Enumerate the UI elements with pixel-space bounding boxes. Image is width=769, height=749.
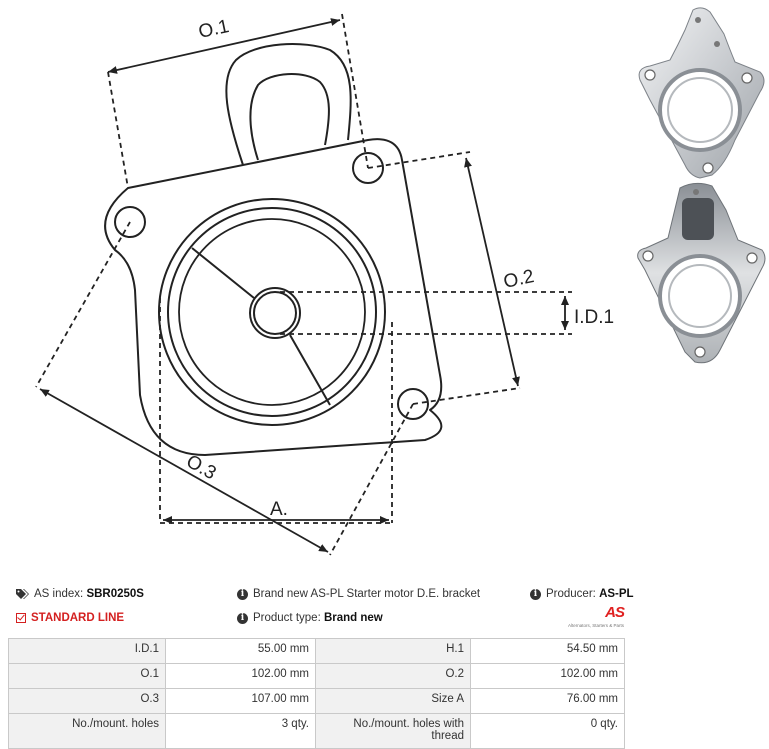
info-icon: i xyxy=(237,612,248,624)
bracket-outline xyxy=(104,43,443,456)
as-index: AS index: SBR0250S xyxy=(16,588,144,600)
table-row: No./mount. holes 3 qty. No./mount. holes… xyxy=(8,713,625,749)
spec-value: 55.00 mm xyxy=(165,638,316,664)
spec-value: 76.00 mm xyxy=(470,688,625,714)
label-id1: I.D.1 xyxy=(574,307,614,328)
logo-mark: AS xyxy=(605,604,625,621)
producer: i Producer: AS-PL xyxy=(530,588,634,600)
spec-key: No./mount. holes xyxy=(8,713,166,749)
checkbox-icon xyxy=(16,613,26,623)
producer-value: AS-PL xyxy=(599,588,634,600)
logo-tagline: Alternators, Starters & Parts xyxy=(567,623,624,628)
technical-drawing: O.1 O.2 O.3 I.D.1 A. xyxy=(35,7,766,556)
description-text: Brand new AS-PL Starter motor D.E. brack… xyxy=(253,588,481,600)
product-type-label: Product type: xyxy=(253,612,321,624)
specs-table: I.D.1 55.00 mm H.1 54.50 mm O.1 102.00 m… xyxy=(8,638,625,749)
tags-icon xyxy=(16,589,29,599)
info-icon: i xyxy=(237,588,248,600)
table-row: O.3 107.00 mm Size A 76.00 mm xyxy=(8,688,625,714)
dimension-arrows xyxy=(39,18,569,553)
product-type-value: Brand new xyxy=(323,612,383,624)
as-index-label: AS index: xyxy=(34,588,84,600)
dimension-guides xyxy=(35,13,572,556)
spec-key: O.2 xyxy=(315,663,471,689)
label-o2: O.2 xyxy=(502,266,536,293)
product-type: i Product type: Brand new xyxy=(237,612,383,624)
spec-value: 102.00 mm xyxy=(470,663,625,689)
standard-line-label: STANDARD LINE xyxy=(31,612,125,624)
spec-value: 0 qty. xyxy=(470,713,625,749)
label-o1: O.1 xyxy=(197,16,231,43)
as-pl-logo: AS Alternators, Starters & Parts xyxy=(562,604,625,630)
spec-key: Size A xyxy=(315,688,471,714)
info-icon: i xyxy=(530,588,541,600)
spec-key: No./mount. holes with thread xyxy=(315,713,471,749)
spec-value: 102.00 mm xyxy=(165,663,316,689)
producer-label: Producer: xyxy=(546,588,596,600)
table-row: I.D.1 55.00 mm H.1 54.50 mm xyxy=(8,638,625,664)
product-photo-top xyxy=(638,7,765,179)
spec-value: 107.00 mm xyxy=(165,688,316,714)
spec-value: 54.50 mm xyxy=(470,638,625,664)
standard-line: STANDARD LINE xyxy=(16,612,124,624)
label-o3: O.3 xyxy=(183,451,220,484)
label-a: A. xyxy=(270,499,288,520)
spec-key: I.D.1 xyxy=(8,638,166,664)
spec-key: O.3 xyxy=(8,688,166,714)
spec-key: H.1 xyxy=(315,638,471,664)
as-index-value: SBR0250S xyxy=(86,588,144,600)
spec-value: 3 qty. xyxy=(165,713,316,749)
table-row: O.1 102.00 mm O.2 102.00 mm xyxy=(8,663,625,689)
description: i Brand new AS-PL Starter motor D.E. bra… xyxy=(237,588,480,600)
spec-key: O.1 xyxy=(8,663,166,689)
product-photo-bottom xyxy=(637,182,766,364)
